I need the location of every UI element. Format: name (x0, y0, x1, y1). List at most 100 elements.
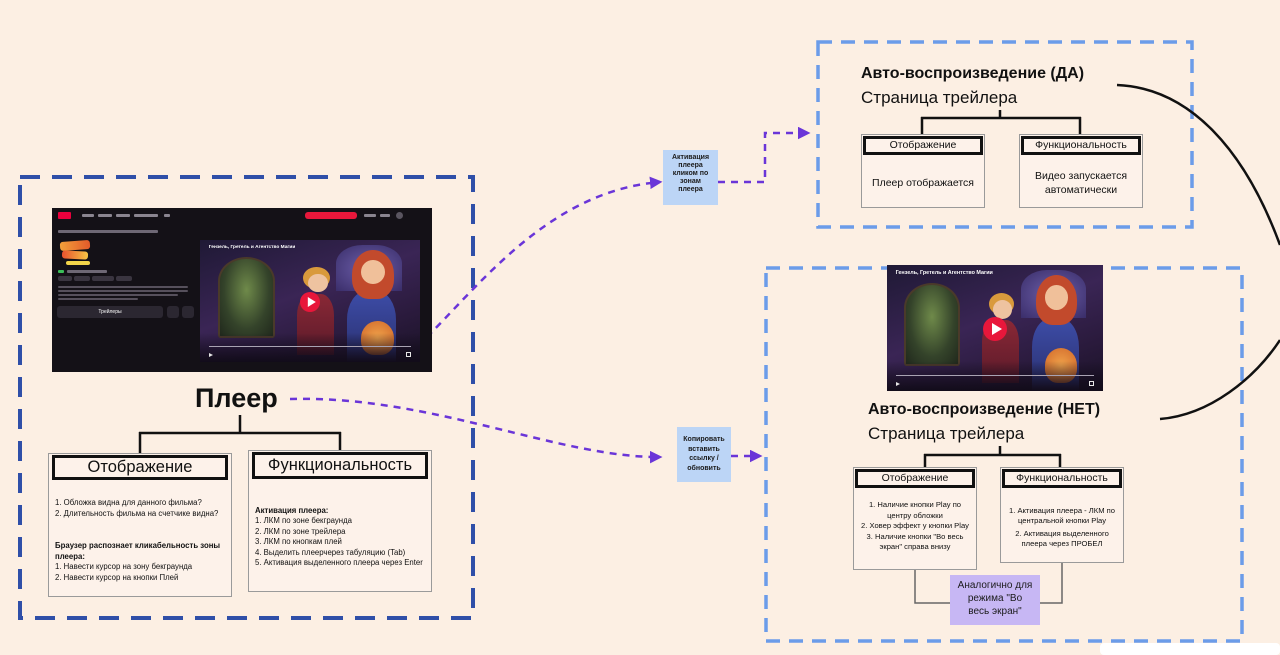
nav-item-placeholder (98, 214, 112, 217)
card-line: 2. Ховер эффект у кнопки Play (861, 521, 969, 530)
share-button (182, 306, 194, 318)
autoplay-yes-tree-connector[interactable] (920, 110, 1082, 135)
autoplay-no-functionality-text: 1. Активация плеера - ЛКМ по центральной… (1001, 506, 1123, 549)
card-line: Видео запускается (1034, 170, 1128, 182)
autoplay-yes-subtitle: Страница трейлера (861, 88, 1018, 107)
arrow-player-to-click-note[interactable] (407, 176, 663, 356)
notifications-placeholder (380, 214, 390, 217)
movie-page-screenshot[interactable]: Трейлеры Гензель, Гретель и Агентство Ма… (52, 208, 432, 372)
movie-logo-art (66, 261, 90, 265)
card-line: 1. Активация плеера - ЛКМ по (1009, 506, 1115, 515)
video-title: Гензель, Гретель и Агентство Магии (895, 270, 993, 277)
play-icon (307, 297, 316, 308)
autoplay-yes-display-text: Плеер отображается (872, 177, 974, 189)
autoplay-no-functionality-header: Функциональность (1002, 469, 1122, 488)
player-functionality-card[interactable]: Функциональность Активация плеера: 1. ЛК… (248, 450, 432, 592)
autoplay-yes-display-header: Отображение (863, 136, 983, 155)
nav-item-placeholder (82, 214, 94, 217)
checklist-item: 2. ЛКМ по зоне трейлера (255, 526, 346, 536)
sticky-line: Активация (671, 154, 710, 161)
breadcrumb (58, 230, 158, 233)
checklist-item: 2. Длительность фильма на счетчике видна… (55, 508, 219, 518)
sticky-line: плеера (678, 186, 703, 193)
checklist-item: 2. Навести курсор на кнопки Плей (55, 572, 179, 582)
trailer-player: Гензель, Гретель и Агентство Магии (887, 265, 1103, 391)
play-icon (895, 381, 900, 386)
checklist-subheading: Браузер распознает кликабельность зоны п… (55, 541, 221, 561)
autoplay-yes-display-card[interactable]: Отображение Плеер отображается (861, 134, 985, 208)
genre-tag (116, 276, 132, 281)
player-functionality-header: Функциональность (252, 452, 428, 479)
autoplay-no-flow-curve[interactable] (1159, 339, 1280, 421)
checklist-item: 1. Обложка видна для данного фильма? (55, 498, 202, 507)
board-panel-edge (1100, 643, 1280, 655)
autoplay-no-display-card[interactable]: Отображение 1. Наличие кнопки Play по це… (853, 467, 977, 570)
autoplay-yes-functionality-card[interactable]: Функциональность Видео запускается автом… (1019, 134, 1143, 208)
checklist-item: 3. ЛКМ по кнопкам плей (255, 537, 342, 547)
card-line: автоматически (1044, 184, 1118, 196)
card-line: плеера через ПРОБЕЛ (1021, 539, 1103, 548)
autoplay-no-subtitle: Страница трейлера (868, 424, 1025, 443)
sticky-line: плеера (678, 162, 703, 169)
arrow-click-note-to-autoplay-yes[interactable] (718, 126, 811, 184)
arrow-player-to-copy-note[interactable] (289, 397, 663, 464)
checklist-subheading: Активация плеера: (255, 506, 329, 515)
rating-badge (58, 270, 64, 273)
movie-logo-art (59, 239, 91, 252)
progress-bar (208, 346, 412, 348)
sticky-note-fullscreen[interactable]: Аналогично для режима "Во весь экран" (950, 575, 1040, 625)
autoplay-yes-frame[interactable] (816, 40, 1194, 229)
autoplay-yes-functionality-header: Функциональность (1021, 136, 1141, 155)
progress-bar (895, 374, 1095, 376)
sticky-line: кликом по (672, 170, 709, 177)
sticky-line: Аналогично для (957, 580, 1033, 591)
card-line: 2. Активация выделенного (1015, 529, 1109, 538)
checklist-item: 1. ЛКМ по зоне бекграунда (255, 516, 352, 526)
description-line (58, 290, 188, 292)
autoplay-no-display-text: 1. Наличие кнопки Play по центру обложки… (854, 500, 976, 553)
checklist-item: 5. Активация выделенного плеера через En… (255, 558, 423, 568)
sticky-line: весь экран" (968, 606, 1022, 617)
scene-character (307, 274, 328, 293)
card-line: центру обложки (887, 510, 943, 520)
card-line: центральной кнопки Play (1017, 516, 1107, 525)
player-functionality-checklist: Активация плеера: 1. ЛКМ по зоне бекграу… (255, 506, 431, 568)
description-line (58, 286, 188, 288)
fullscreen-icon (406, 352, 412, 358)
player-group-frame[interactable] (18, 175, 475, 620)
subscription-button (305, 212, 357, 219)
sticky-line: вставить (688, 445, 720, 453)
player-display-card[interactable]: Отображение 1. Обложка видна для данного… (48, 453, 232, 597)
autoplay-yes-flow-curve[interactable] (1116, 83, 1280, 246)
play-icon (991, 323, 1002, 336)
scene-character (1044, 285, 1069, 311)
autoplay-no-tree-connector[interactable] (923, 446, 1062, 468)
genre-tag (74, 276, 90, 281)
card-line: экран" справа внизу (879, 542, 951, 551)
checklist-item: 1. Навести курсор на зону бекграунда (55, 562, 193, 571)
autoplay-no-display-header: Отображение (855, 469, 975, 488)
scene-door (217, 257, 275, 338)
play-icon (208, 353, 213, 358)
sticky-note-copy-link[interactable]: Копировать вставить ссылку / обновить (677, 427, 731, 482)
autoplay-no-functionality-card[interactable]: Функциональность 1. Активация плеера - Л… (1000, 467, 1124, 563)
player-title: Плеер (195, 383, 278, 413)
fullscreen-note-connector[interactable] (914, 563, 1063, 604)
player-display-checklist: 1. Обложка видна для данного фильма? 2. … (55, 498, 231, 583)
autoplay-yes-title: Авто-воспроизведение (ДА) (861, 65, 1085, 82)
genre-tag (58, 276, 72, 281)
sticky-note-click-activation[interactable]: Активация плеера кликом по зонам плеера (663, 150, 718, 205)
autoplay-no-title: Авто-воспроизведение (НЕТ) (868, 401, 1101, 418)
description-line (58, 298, 138, 300)
sticky-line: обновить (687, 464, 721, 472)
play-button (983, 317, 1007, 342)
play-button (300, 292, 320, 313)
card-line: 1. Наличие кнопки Play по (868, 500, 962, 509)
autoplay-yes-functionality-text: Видео запускается автоматически (1020, 169, 1142, 197)
sticky-line: режима "Во (967, 593, 1023, 604)
checklist-item: 4. Выделить плеерчерез табуляцию (Tab) (255, 547, 406, 557)
trailer-page-screenshot[interactable]: Гензель, Гретель и Агентство Магии (887, 265, 1103, 391)
player-tree-connector[interactable] (138, 415, 342, 454)
nav-item-placeholder (164, 214, 170, 217)
scene-character (992, 300, 1013, 320)
